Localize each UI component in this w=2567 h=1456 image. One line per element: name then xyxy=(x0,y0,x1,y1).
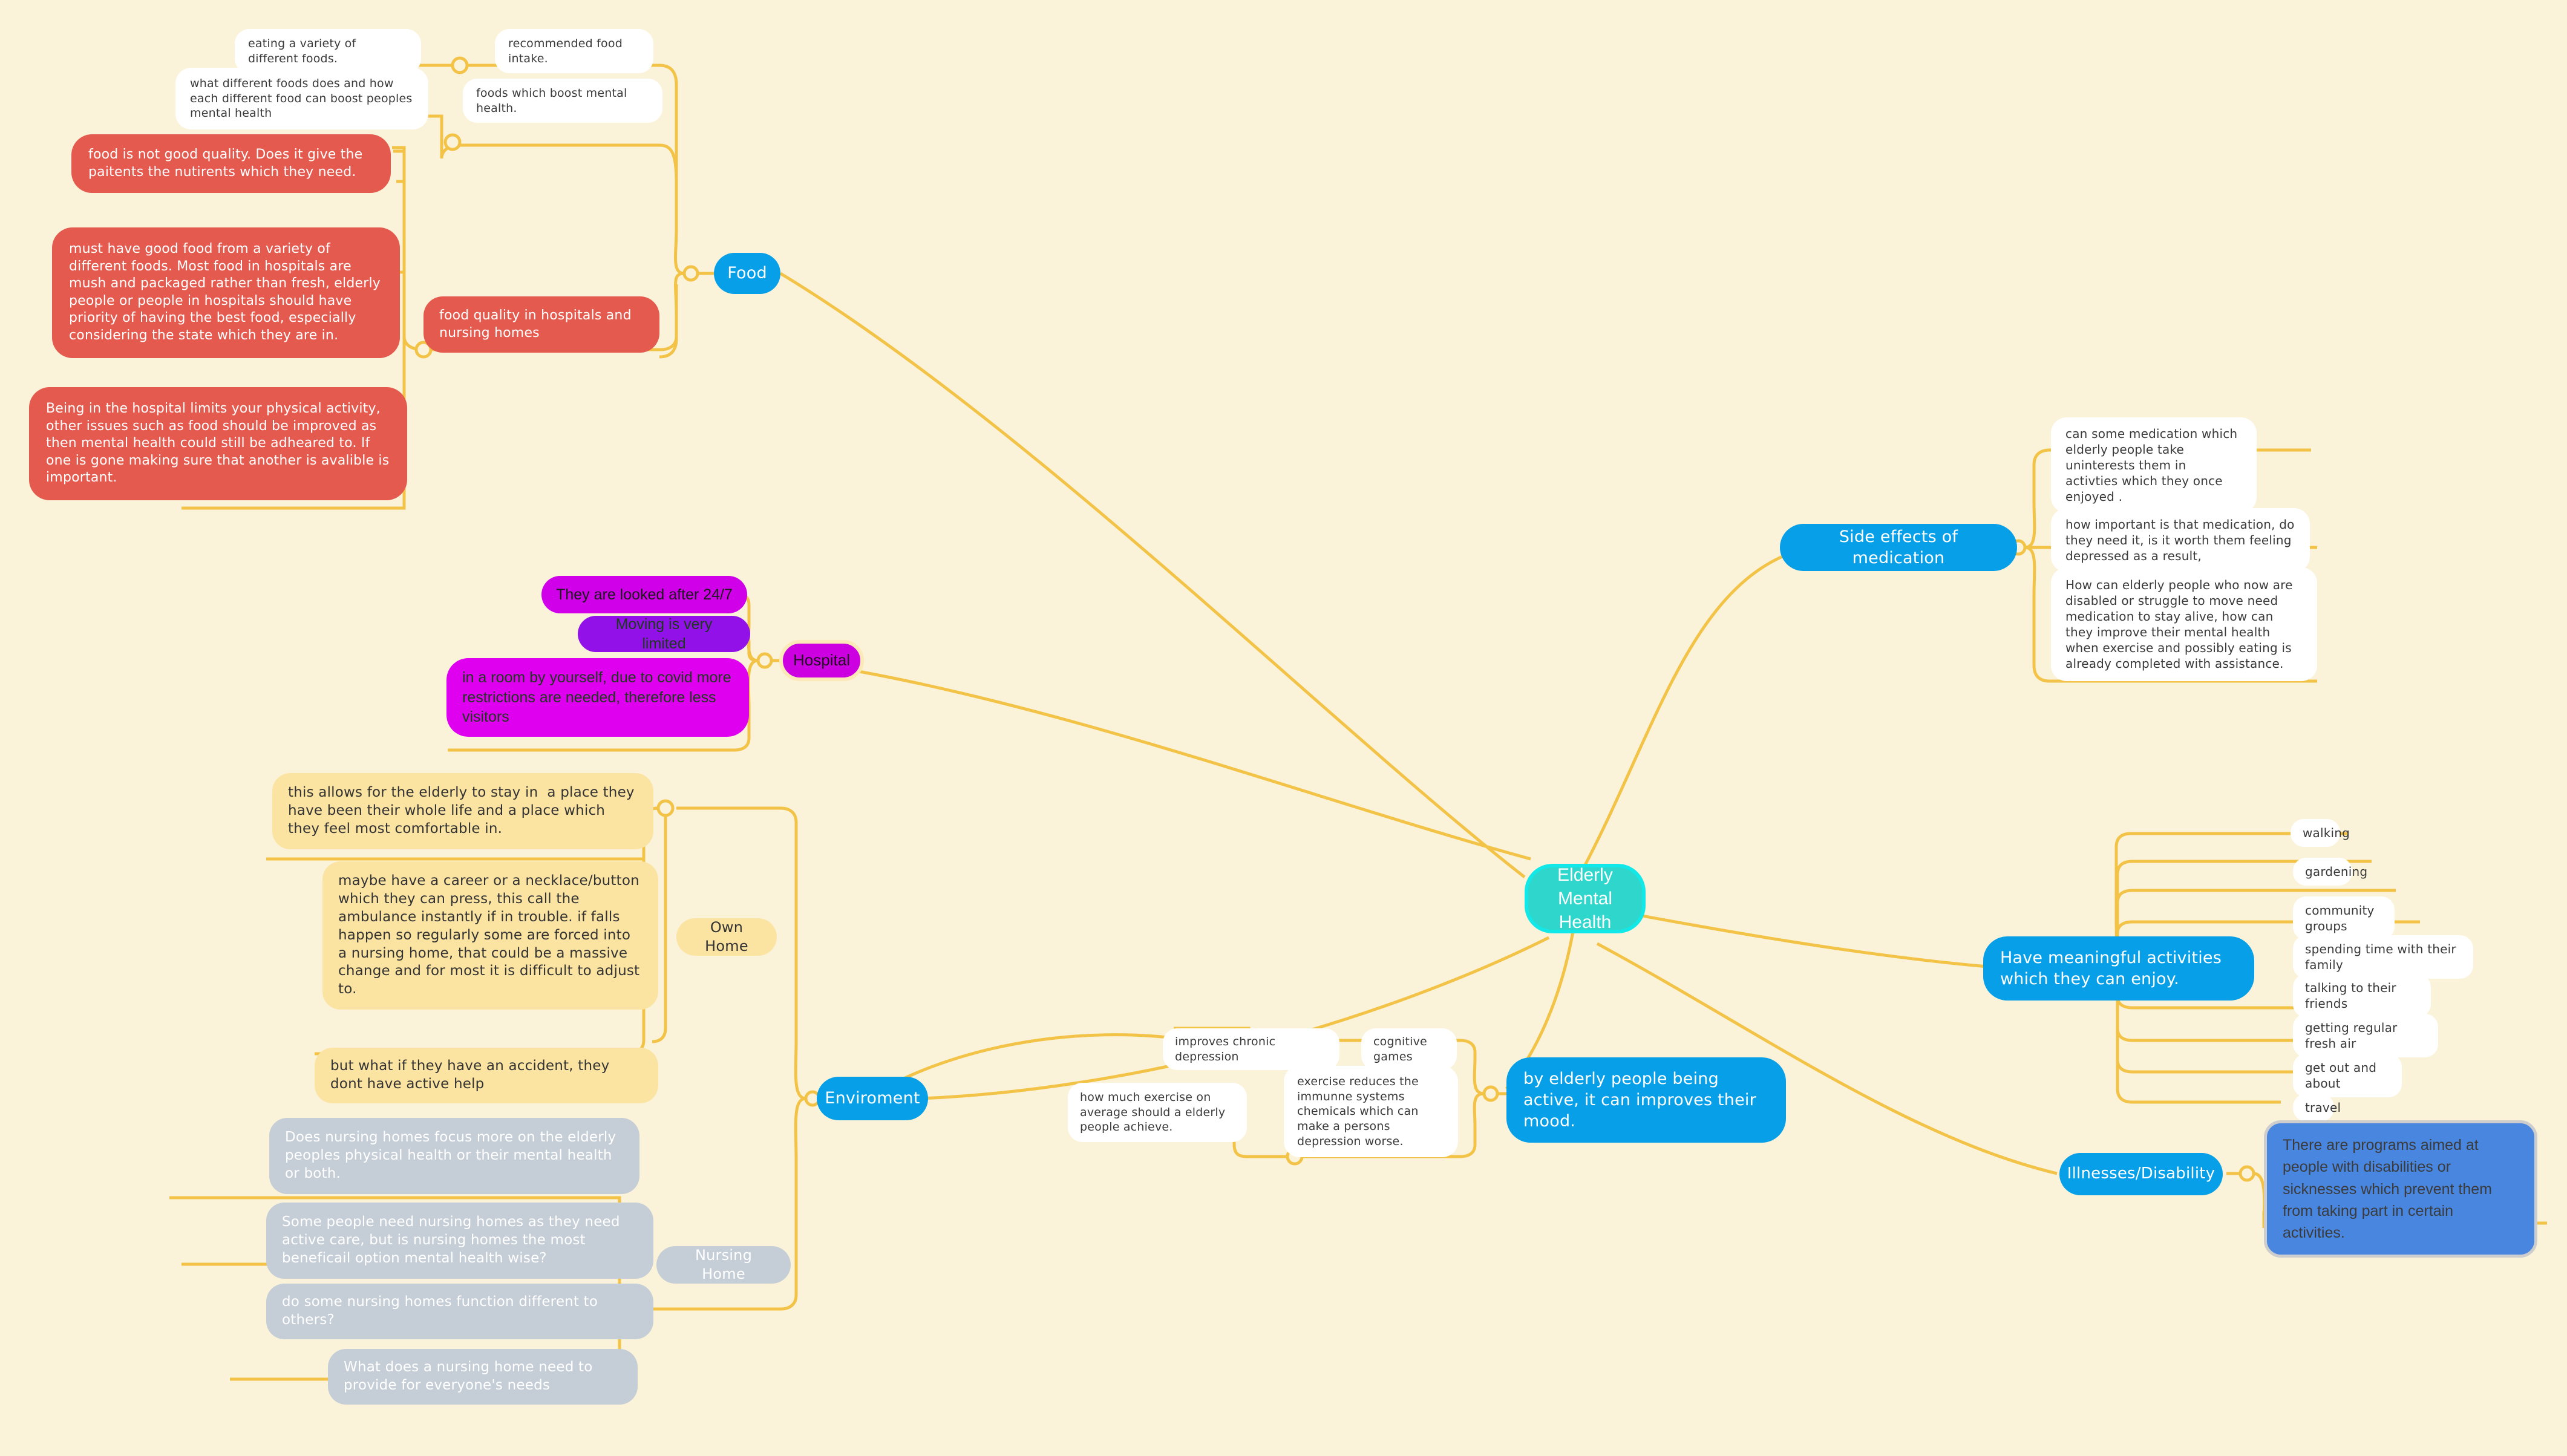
node-label: gardening xyxy=(2305,864,2368,879)
node-label: how important is that medication, do the… xyxy=(2065,517,2299,563)
node-label: They are looked after 24/7 xyxy=(556,586,733,603)
node-label: foods which boost mental health. xyxy=(476,87,631,115)
own-home-child-necklace-button[interactable]: maybe have a career or a necklace/button… xyxy=(322,861,658,1010)
nursing-home-child-provide-needs[interactable]: What does a nursing home need to provide… xyxy=(328,1349,638,1405)
branch-medication-label: Side effects of medication xyxy=(1839,527,1963,567)
activity-talking-friends[interactable]: talking to their friends xyxy=(2293,974,2431,1017)
node-label: eating a variety of different foods. xyxy=(248,37,360,65)
activity-get-out-and-about[interactable]: get out and about xyxy=(2293,1054,2402,1097)
node-label: this allows for the elderly to stay in a… xyxy=(288,785,639,837)
active-child-exercise-reduces-chemicals[interactable]: exercise reduces the immunne systems che… xyxy=(1284,1066,1458,1158)
subbranch-nursing-home-label: Nursing Home xyxy=(695,1246,757,1282)
food-child-not-good-quality[interactable]: food is not good quality. Does it give t… xyxy=(71,134,391,194)
active-child-how-much-exercise[interactable]: how much exercise on average should a el… xyxy=(1068,1083,1247,1143)
branch-hospital-label: Hospital xyxy=(793,651,850,670)
node-label: walking xyxy=(2303,826,2350,840)
own-home-child-stay-in-place[interactable]: this allows for the elderly to stay in a… xyxy=(272,773,653,849)
node-label: spending time with their family xyxy=(2305,942,2461,972)
node-label: Moving is very limited xyxy=(615,615,717,653)
activity-community-groups[interactable]: community groups xyxy=(2293,896,2395,940)
branch-medication[interactable]: Side effects of medication xyxy=(1780,524,2017,571)
active-child-improves-chronic-depression[interactable]: improves chronic depression xyxy=(1163,1028,1339,1071)
node-label: cognitive games xyxy=(1373,1035,1431,1063)
node-label: can some medication which elderly people… xyxy=(2065,426,2242,504)
activity-gardening[interactable]: gardening xyxy=(2293,858,2367,886)
node-label: food is not good quality. Does it give t… xyxy=(88,147,367,180)
branch-environment-label: Enviroment xyxy=(825,1089,920,1108)
node-label: Does nursing homes focus more on the eld… xyxy=(285,1129,621,1181)
medication-child-disabled-struggle[interactable]: How can elderly people who now are disab… xyxy=(2051,567,2317,681)
medication-child-uninterests-activities[interactable]: can some medication which elderly people… xyxy=(2051,417,2257,513)
node-label: How can elderly people who now are disab… xyxy=(2065,578,2297,671)
active-child-cognitive-games[interactable]: cognitive games xyxy=(1361,1028,1457,1071)
node-label: what different foods does and how each d… xyxy=(190,77,416,120)
node-label: get out and about xyxy=(2305,1060,2381,1091)
node-label: how much exercise on average should a el… xyxy=(1080,1091,1229,1134)
food-child-boost-mental-health[interactable]: foods which boost mental health. xyxy=(463,79,662,123)
branch-active[interactable]: by elderly people being active, it can i… xyxy=(1506,1057,1786,1143)
node-label: travel xyxy=(2305,1100,2341,1115)
node-label: improves chronic depression xyxy=(1175,1035,1280,1063)
branch-hospital[interactable]: Hospital xyxy=(779,640,864,681)
food-child-must-have-good-food[interactable]: must have good food from a variety of di… xyxy=(52,227,400,358)
own-home-child-accident-no-help[interactable]: but what if they have an accident, they … xyxy=(315,1048,658,1103)
hospital-child-looked-after[interactable]: They are looked after 24/7 xyxy=(541,576,747,613)
center-node[interactable]: Elderly Mental Health xyxy=(1525,864,1646,933)
node-label: food quality in hospitals and nursing ho… xyxy=(439,308,636,341)
branch-food[interactable]: Food xyxy=(714,253,780,294)
nursing-home-child-focus-physical-mental[interactable]: Does nursing homes focus more on the eld… xyxy=(269,1118,639,1194)
node-label: but what if they have an accident, they … xyxy=(330,1058,614,1092)
branch-illness[interactable]: Illnesses/Disability xyxy=(2059,1153,2223,1195)
node-label: community groups xyxy=(2305,903,2379,933)
branch-activities-label: Have meaningful activities which they ca… xyxy=(2000,948,2227,989)
branch-active-label: by elderly people being active, it can i… xyxy=(1523,1069,1762,1131)
subbranch-own-home[interactable]: Own Home xyxy=(676,918,777,956)
node-label: talking to their friends xyxy=(2305,981,2401,1011)
node-label: What does a nursing home need to provide… xyxy=(344,1359,598,1393)
branch-food-label: Food xyxy=(727,264,767,283)
node-label: recommended food intake. xyxy=(508,37,627,65)
activity-travel[interactable]: travel xyxy=(2293,1094,2341,1121)
activity-spending-time-family[interactable]: spending time with their family xyxy=(2293,935,2473,979)
node-label: in a room by yourself, due to covid more… xyxy=(462,669,736,725)
branch-illness-label: Illnesses/Disability xyxy=(2067,1164,2215,1183)
illness-child-programs-for-disabled[interactable]: There are programs aimed at people with … xyxy=(2264,1120,2537,1258)
node-label: do some nursing homes function different… xyxy=(282,1294,603,1328)
medication-child-how-important[interactable]: how important is that medication, do the… xyxy=(2051,508,2310,572)
hospital-child-moving-limited[interactable]: Moving is very limited xyxy=(578,616,750,652)
subbranch-own-home-label: Own Home xyxy=(705,918,748,955)
nursing-home-child-function-different[interactable]: do some nursing homes function different… xyxy=(266,1284,653,1339)
node-label: Being in the hospital limits your physic… xyxy=(46,401,394,486)
subbranch-nursing-home[interactable]: Nursing Home xyxy=(656,1246,791,1284)
food-child-hospital-limits-activity[interactable]: Being in the hospital limits your physic… xyxy=(29,387,407,500)
node-label: exercise reduces the immunne systems che… xyxy=(1297,1075,1423,1148)
center-node-label: Elderly Mental Health xyxy=(1557,865,1613,932)
activity-fresh-air[interactable]: getting regular fresh air xyxy=(2293,1014,2438,1057)
hospital-child-room-by-yourself[interactable]: in a room by yourself, due to covid more… xyxy=(446,658,749,737)
food-child-what-different-foods[interactable]: what different foods does and how each d… xyxy=(175,68,428,130)
branch-activities[interactable]: Have meaningful activities which they ca… xyxy=(1983,936,2254,1001)
food-child-recommended-intake[interactable]: recommended food intake. xyxy=(495,29,653,74)
node-label: getting regular fresh air xyxy=(2305,1020,2402,1051)
node-label: There are programs aimed at people with … xyxy=(2283,1137,2496,1241)
food-child-eating-variety[interactable]: eating a variety of different foods. xyxy=(235,29,421,74)
activity-walking[interactable]: walking xyxy=(2291,819,2350,847)
branch-environment[interactable]: Enviroment xyxy=(817,1077,928,1120)
food-child-food-quality-hospitals[interactable]: food quality in hospitals and nursing ho… xyxy=(423,296,659,353)
node-label: maybe have a career or a necklace/button… xyxy=(338,873,644,997)
node-label: Some people need nursing homes as they n… xyxy=(282,1214,625,1266)
nursing-home-child-need-active-care[interactable]: Some people need nursing homes as they n… xyxy=(266,1203,653,1279)
node-label: must have good food from a variety of di… xyxy=(69,241,385,343)
